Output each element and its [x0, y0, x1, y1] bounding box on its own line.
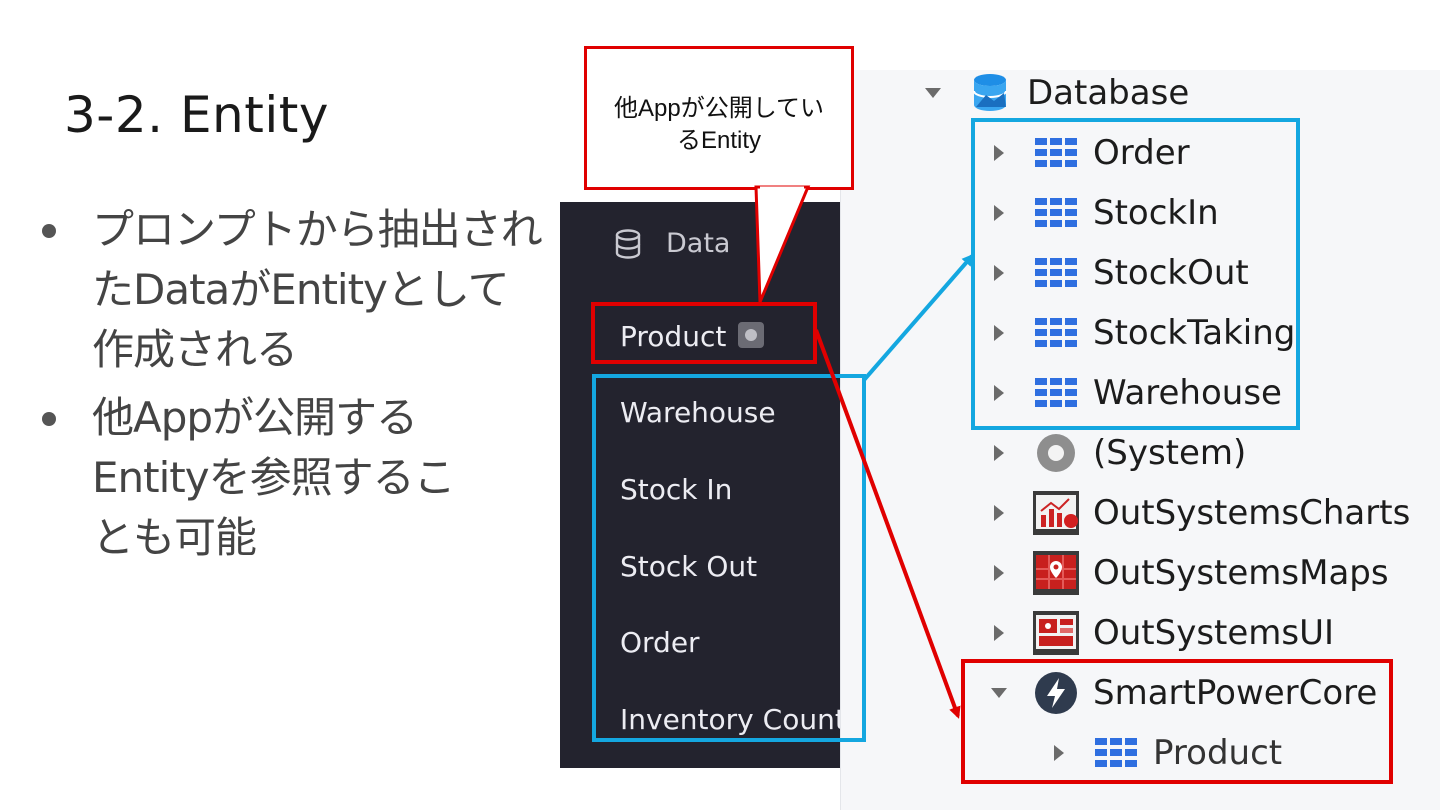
- data-item-inventory-count[interactable]: Inventory Count: [620, 703, 846, 736]
- chevron-right-icon[interactable]: [987, 504, 1011, 522]
- data-item-label: Product: [620, 320, 727, 353]
- data-item-product[interactable]: Product: [620, 320, 765, 353]
- maps-module-icon: [1033, 550, 1079, 596]
- system-icon: [1033, 430, 1079, 476]
- bullet-dot: [42, 224, 56, 238]
- chevron-right-icon[interactable]: [1047, 744, 1071, 762]
- tree-node-label: Order: [1093, 133, 1190, 173]
- chevron-right-icon[interactable]: [987, 624, 1011, 642]
- database-icon: [967, 70, 1013, 116]
- chevron-right-icon[interactable]: [987, 204, 1011, 222]
- data-section-label: Data: [666, 228, 731, 259]
- data-item-stock-in[interactable]: Stock In: [620, 473, 733, 506]
- data-item-stock-out[interactable]: Stock Out: [620, 550, 758, 583]
- bullet-line: 作成される: [92, 325, 298, 374]
- tree-node-module-charts[interactable]: OutSystemsCharts: [987, 490, 1410, 536]
- ui-module-icon: [1033, 610, 1079, 656]
- tree-node-label: Database: [1027, 73, 1190, 113]
- tree-node-entity[interactable]: StockTaking: [987, 310, 1295, 356]
- tree-node-entity[interactable]: StockIn: [987, 190, 1219, 236]
- tree-node-label: SmartPowerCore: [1093, 673, 1378, 713]
- tree-node-label: Product: [1153, 733, 1283, 773]
- tree-node-label: Warehouse: [1093, 373, 1282, 413]
- chevron-down-icon[interactable]: [987, 687, 1011, 699]
- database-icon: [615, 228, 641, 259]
- bullet-item: プロンプトから抽出され たDataがEntityとして 作成される: [36, 200, 543, 380]
- tree-node-module-smartpowercore[interactable]: SmartPowerCore: [987, 670, 1377, 716]
- chevron-right-icon[interactable]: [987, 324, 1011, 342]
- tree-node-label: StockOut: [1093, 253, 1249, 293]
- entity-table-icon: [1033, 190, 1079, 236]
- chevron-right-icon[interactable]: [987, 264, 1011, 282]
- tree-node-entity[interactable]: Order: [987, 130, 1190, 176]
- tree-node-module-maps[interactable]: OutSystemsMaps: [987, 550, 1389, 596]
- lightning-icon: [1033, 670, 1079, 716]
- tree-node-entity[interactable]: StockOut: [987, 250, 1249, 296]
- data-section-header[interactable]: Data: [614, 228, 730, 259]
- tree-node-label: (System): [1093, 433, 1247, 473]
- module-tree-panel: Database Order StockIn StockOut StockTak…: [840, 70, 1440, 810]
- data-item-warehouse[interactable]: Warehouse: [620, 396, 776, 429]
- tree-node-label: OutSystemsUI: [1093, 613, 1335, 653]
- chevron-right-icon[interactable]: [987, 384, 1011, 402]
- bullet-line: とも可能: [92, 513, 257, 562]
- chevron-right-icon[interactable]: [987, 564, 1011, 582]
- tree-node-label: OutSystemsCharts: [1093, 493, 1411, 533]
- bullet-line: Entityを参照するこ: [92, 453, 456, 502]
- bullet-dot: [42, 412, 56, 426]
- tree-node-database[interactable]: Database: [921, 70, 1189, 116]
- data-item-order[interactable]: Order: [620, 626, 700, 659]
- bullet-item: 他Appが公開する Entityを参照するこ とも可能: [36, 388, 536, 568]
- bullet-list: プロンプトから抽出され たDataがEntityとして 作成される 他Appが公…: [36, 200, 543, 568]
- tree-node-module-system[interactable]: (System): [987, 430, 1246, 476]
- entity-table-icon: [1033, 310, 1079, 356]
- chevron-down-icon[interactable]: [921, 87, 945, 99]
- tree-node-label: StockTaking: [1093, 313, 1296, 353]
- callout-line: るEntity: [676, 127, 762, 154]
- bullet-line: プロンプトから抽出され: [92, 205, 543, 254]
- entity-table-icon: [1033, 130, 1079, 176]
- tree-node-module-ui[interactable]: OutSystemsUI: [987, 610, 1334, 656]
- slide-title: 3-2. Entity: [64, 86, 329, 144]
- charts-module-icon: [1033, 490, 1079, 536]
- tree-node-label: StockIn: [1093, 193, 1219, 233]
- bullet-line: 他Appが公開する: [92, 393, 418, 442]
- chevron-right-icon[interactable]: [987, 144, 1011, 162]
- entity-table-icon: [1093, 730, 1139, 776]
- callout-box: 他Appが公開してい るEntity: [584, 46, 854, 190]
- tree-node-entity[interactable]: Warehouse: [987, 370, 1282, 416]
- entity-table-icon: [1033, 370, 1079, 416]
- callout-line: 他Appが公開してい: [614, 95, 824, 122]
- tree-node-label: OutSystemsMaps: [1093, 553, 1389, 593]
- data-panel: Data Product Warehouse Stock In Stock Ou…: [560, 202, 880, 768]
- tree-node-entity-product[interactable]: Product: [1047, 730, 1282, 776]
- entity-table-icon: [1033, 250, 1079, 296]
- bullet-line: たDataがEntityとして: [92, 265, 510, 314]
- external-entity-icon: [738, 322, 765, 348]
- chevron-right-icon[interactable]: [987, 444, 1011, 462]
